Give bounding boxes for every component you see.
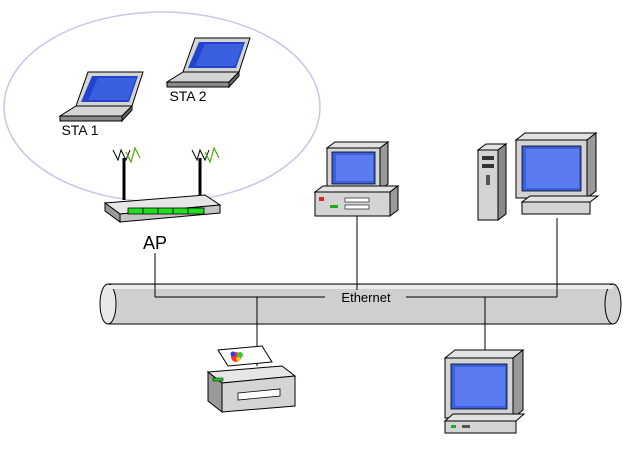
ap-label: AP xyxy=(143,233,167,253)
tower-computer-icon xyxy=(478,133,598,220)
desktop-computer-icon xyxy=(315,142,398,216)
sta1-label: STA 1 xyxy=(61,122,98,138)
laptop-icon xyxy=(60,72,143,121)
wireless-coverage-ellipse xyxy=(4,12,320,202)
wireless-router-icon xyxy=(105,148,220,222)
printer-icon xyxy=(208,346,295,412)
ethernet-label: Ethernet xyxy=(341,290,391,305)
laptop-icon xyxy=(167,38,250,87)
sta2-label: STA 2 xyxy=(169,88,206,104)
monitor-icon xyxy=(445,350,524,433)
